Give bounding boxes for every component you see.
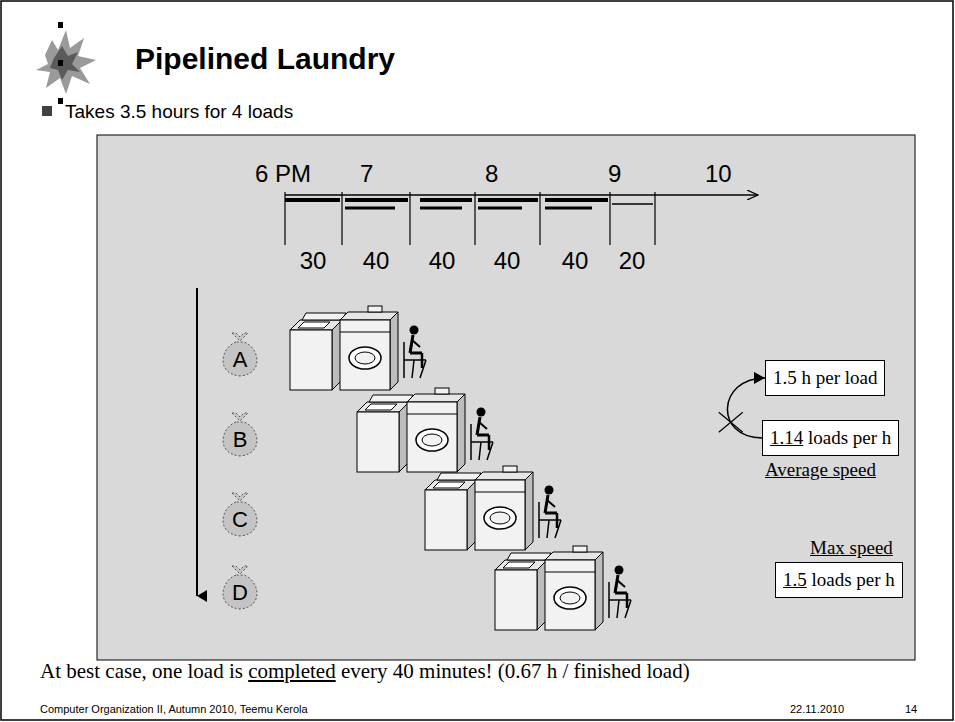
note-text: At best case, one load is — [40, 659, 243, 683]
panel — [97, 135, 915, 660]
load-letter: B — [214, 429, 266, 451]
load-letter: C — [214, 509, 266, 531]
slide-title: Pipelined Laundry — [135, 42, 395, 76]
bullet-square — [42, 106, 52, 116]
laundry-bag: C — [214, 490, 266, 538]
time-label: 10 — [705, 160, 732, 188]
speed-caption: Average speed — [765, 459, 876, 481]
footer-text: Computer Organization II, Autumn 2010, T… — [40, 703, 308, 716]
sentence-line: At best case, one load iscompletedevery … — [40, 659, 690, 683]
bag-knot — [232, 493, 248, 501]
sequence-arrow — [196, 288, 198, 596]
cross-mark — [719, 412, 743, 432]
time-label: 6 PM — [255, 160, 311, 188]
cross-mark — [719, 412, 743, 432]
time-label: 9 — [608, 160, 621, 188]
laundry-set — [290, 306, 426, 390]
speed-caption: Max speed — [810, 537, 893, 559]
bag-knot — [232, 413, 248, 421]
laundry-bag: D — [214, 563, 266, 611]
comparison-arrow — [727, 378, 765, 438]
load-letter: D — [214, 582, 266, 604]
duration-label: 30 — [300, 247, 327, 275]
value-box: 1.14loads per h — [762, 420, 899, 456]
value-box: 1.5 h per load — [765, 360, 885, 396]
laundry-set — [357, 388, 493, 472]
duration-label: 40 — [562, 247, 589, 275]
box-text: loads per h — [812, 569, 895, 590]
box-text: 1.5 h per load — [773, 367, 877, 388]
time-label: 8 — [485, 160, 498, 188]
emphasis-word: completed — [248, 659, 335, 683]
note-text: every 40 minutes! (0.67 h / finished loa… — [341, 659, 690, 683]
laundry-set — [495, 546, 631, 630]
laundry-set — [425, 466, 561, 550]
box-text: 1.14 — [770, 427, 803, 448]
bag-knot — [232, 333, 248, 341]
bullet-text: Takes 3.5 hours for 4 loads — [65, 101, 293, 123]
value-box: 1.5loads per h — [775, 562, 903, 598]
duration-label: 40 — [429, 247, 456, 275]
duration-label: 20 — [619, 247, 646, 275]
bag-knot — [232, 566, 248, 574]
footer-text: 22.11.2010 — [790, 703, 844, 716]
box-text: loads per h — [808, 427, 891, 448]
footer-text: 14 — [905, 703, 917, 716]
load-letter: A — [214, 349, 266, 371]
laundry-bag: A — [214, 330, 266, 378]
duration-label: 40 — [494, 247, 521, 275]
duration-label: 40 — [363, 247, 390, 275]
splash-icon — [36, 22, 96, 104]
time-label: 7 — [360, 160, 373, 188]
box-text: 1.5 — [783, 569, 807, 590]
laundry-bag: B — [214, 410, 266, 458]
timeline — [285, 192, 758, 245]
